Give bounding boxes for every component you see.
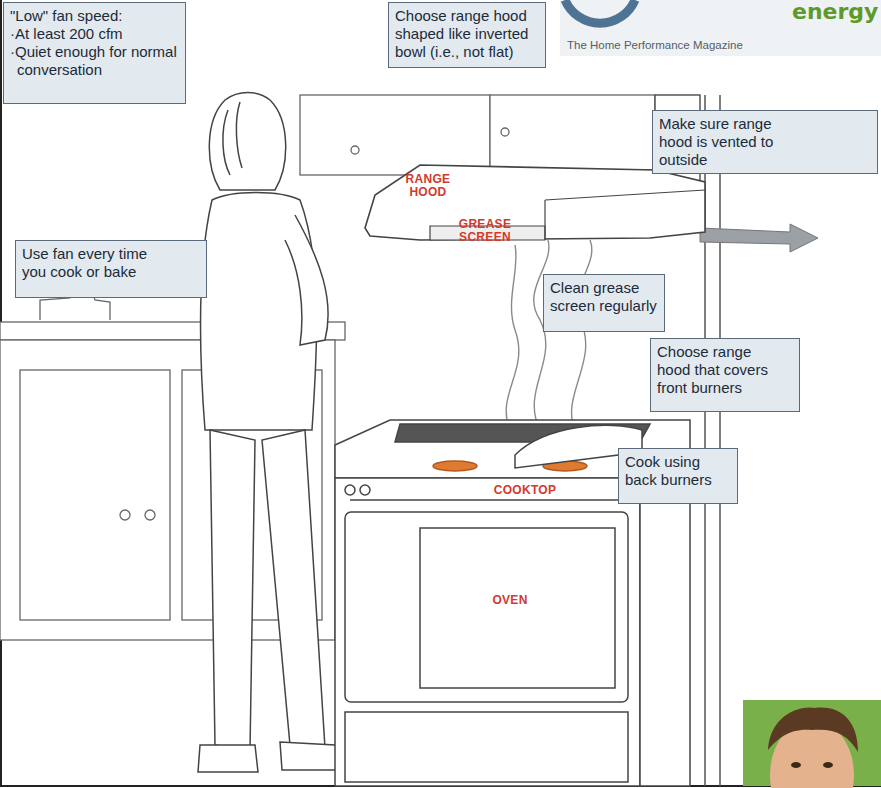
callout-text: Cook using back burners [625,453,725,489]
hair [223,102,242,175]
cabinet [300,95,490,175]
knob [345,485,355,495]
smoke-wisps [506,240,592,430]
leg [210,430,255,750]
eye [823,762,833,768]
knob [501,128,509,136]
knob [120,510,130,520]
callout-text: ·At least 200 cfm [10,25,177,43]
arm [285,215,328,345]
logo-text: energy [792,0,880,24]
callout-text: Use fan every time you cook or bake [22,245,167,281]
callout-box: Choose range hood that covers front burn… [650,338,800,412]
logo-ring [565,0,635,23]
callout-text: Make sure range hood is vented to outsid… [659,115,809,169]
hair [768,707,858,752]
callout-box: Make sure range hood is vented to outsid… [652,110,878,174]
smoke [506,245,519,430]
oven-window [420,528,615,688]
callout-text: "Low" fan speed: [10,7,170,25]
range-hood [365,165,705,240]
wall-line [719,95,721,786]
eye [791,762,801,768]
head [209,93,285,191]
part-label: OVEN [480,594,540,607]
callout-box: Clean grease screen regularly [543,274,665,332]
door-handle [350,499,625,501]
upper-cabinets [300,95,655,175]
callout-box: Use fan every time you cook or bake [15,240,207,298]
callout-text: Choose range hood shaped like inverted b… [395,7,539,61]
part-label: COOKTOP [480,484,570,497]
part-label: GREASE SCREEN [450,218,520,244]
callout-box: "Low" fan speed:·At least 200 cfm·Quiet … [3,2,186,104]
shoe [198,745,258,772]
leg [262,430,325,748]
knob [351,146,359,154]
cabinet [490,95,655,170]
oven-door [345,512,628,702]
logo-background [560,0,881,56]
person [198,93,345,773]
hood-edge [545,190,705,240]
knob [145,510,155,520]
knob [360,485,370,495]
smoke [534,240,549,430]
portrait-photo [743,700,881,788]
callout-box: Choose range hood shaped like inverted b… [388,2,546,68]
exhaust-arrow [700,224,818,252]
part-label: RANGE HOOD [398,173,458,199]
oven-body [335,478,640,786]
callout-text: Choose range hood that covers front burn… [657,343,777,397]
callout-text: Clean grease screen regularly [550,279,658,315]
smoke [572,240,592,430]
callout-box: Cook using back burners [618,448,738,504]
drawer [345,712,628,782]
logo-tagline: The Home Performance Magazine [567,39,767,52]
cabinet-door [20,370,170,620]
burner [433,461,477,471]
callout-text: ·Quiet enough for normal conversation [10,43,177,79]
